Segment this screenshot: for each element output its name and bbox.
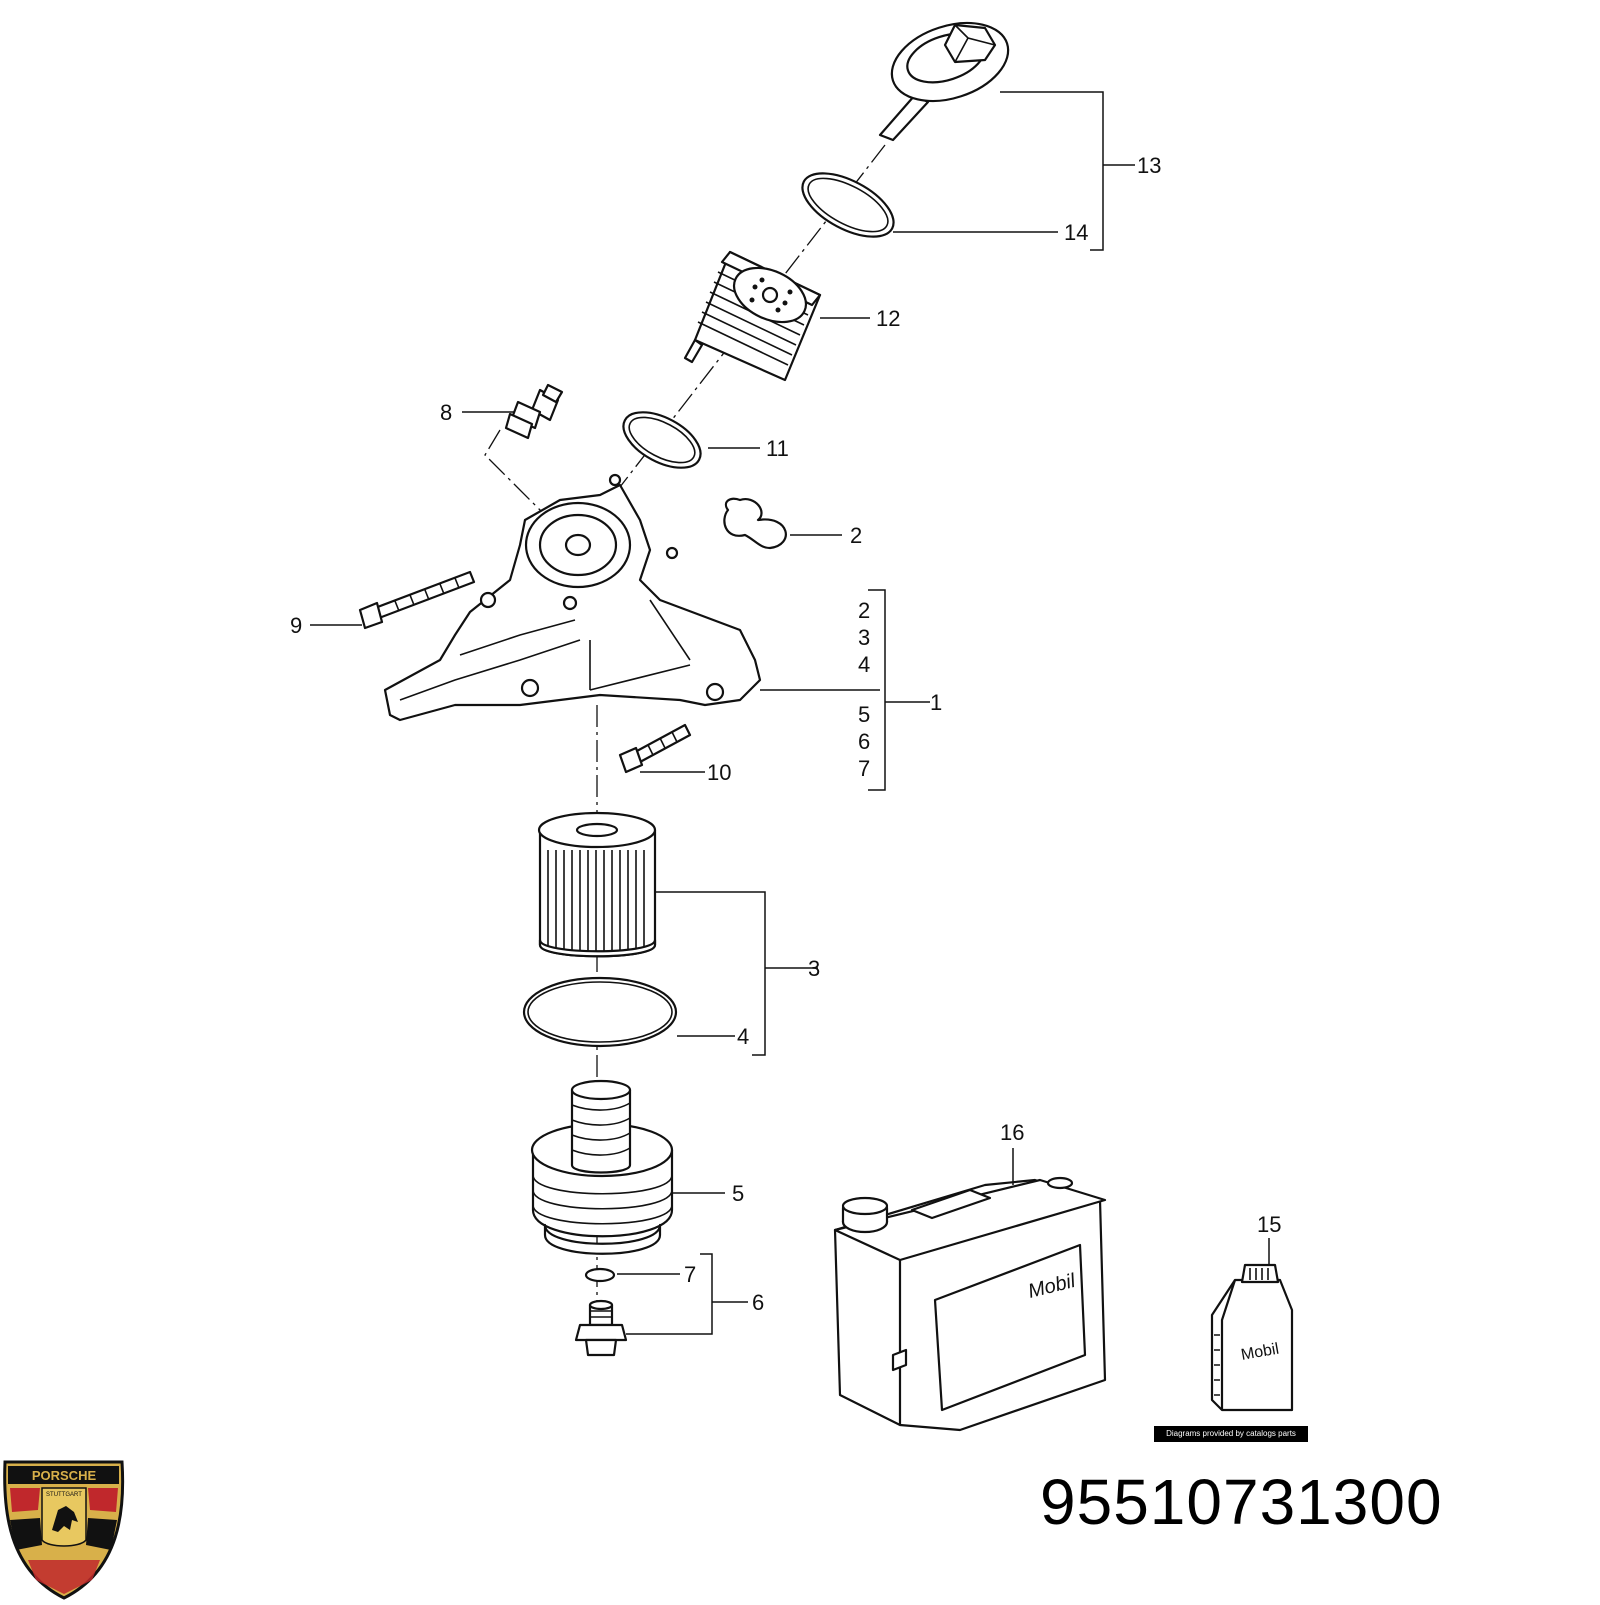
callout-12: 12 [876,306,900,331]
callout-13: 13 [1137,153,1161,178]
callout-14: 14 [1064,220,1088,245]
leader-13 [1000,91,1135,251]
bottle-label: Mobil [1240,1341,1281,1364]
callout-11: 11 [766,436,789,461]
callout-5: 5 [732,1181,744,1206]
bolt-10 [618,723,692,774]
group1-item: 4 [858,652,870,677]
filter-housing-bolt [878,21,1010,142]
callout-16: 16 [1000,1120,1024,1145]
callout-10: 10 [707,760,731,785]
oil-canister: Mobil [833,1176,1107,1432]
callout-9: 9 [290,613,302,638]
group1-item: 7 [858,756,870,781]
group1-item: 3 [858,625,870,650]
filter-cap [530,1079,674,1255]
bolt-9 [358,570,476,630]
callout-8: 8 [440,400,452,425]
oil-cooler [683,250,822,382]
drain-plug [574,1299,628,1357]
oil-bottle: Mobil [1210,1263,1294,1412]
o-ring-11 [622,411,702,469]
group1-item: 5 [858,702,870,727]
o-ring-14 [801,172,895,238]
callout-1: 1 [930,690,942,715]
o-ring-11-inner [628,416,696,464]
porsche-crest-logo: PORSCHE STUTTGART [3,1460,125,1600]
leader-3 [655,891,818,1056]
group1-item: 6 [858,729,870,754]
seal-ring-4 [522,976,678,1048]
leader-6 [626,1253,748,1335]
logo-wordmark: PORSCHE [32,1468,97,1483]
callout-2: 2 [850,523,862,548]
washer-7 [584,1267,616,1283]
callout-3: 3 [808,956,820,981]
o-ring-14-inner [807,177,889,233]
diagram-credit: Diagrams provided by catalogs parts [1154,1426,1308,1442]
callout-4: 4 [737,1024,749,1049]
gasket-2 [723,497,787,550]
part-number: 95510731300 [1040,1466,1443,1538]
callout-15: 15 [1257,1212,1281,1237]
seal-ring-4-inner [527,981,673,1043]
filter-element [537,811,657,958]
callout-7: 7 [684,1262,696,1287]
leader-1 [760,589,930,791]
callout-6: 6 [752,1290,764,1315]
filter-housing-body [383,473,762,722]
assembly-axis-sensor [484,429,556,526]
logo-city: STUTTGART [46,1492,82,1498]
group1-item: 2 [858,598,870,623]
oil-sensor [504,383,564,440]
